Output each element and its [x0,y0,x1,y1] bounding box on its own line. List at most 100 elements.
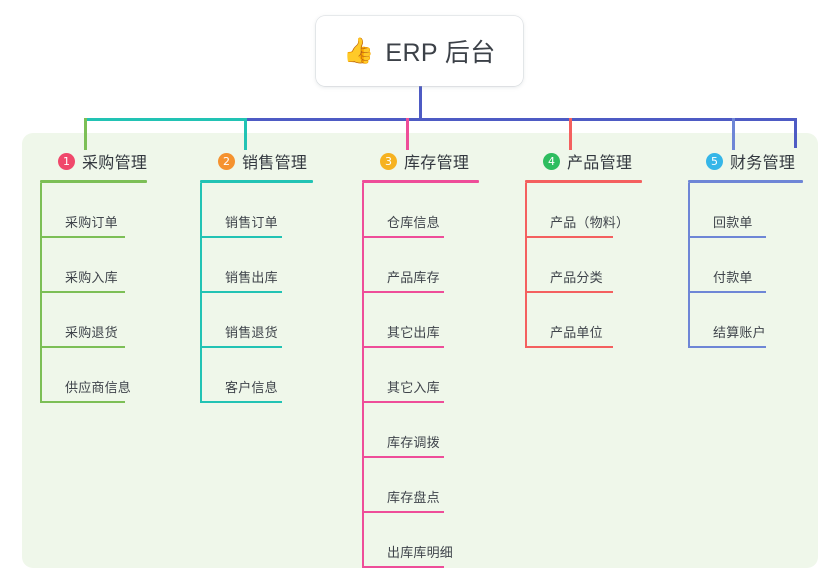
root-title: ERP 后台 [385,39,496,67]
branch-item[interactable]: 销售订单 [200,183,313,238]
branch-item[interactable]: 销售退货 [200,293,313,348]
branch-item[interactable]: 产品单位 [525,293,642,348]
branch-item-underline [362,511,444,513]
branch-underline [40,180,147,183]
branch-underline [362,180,479,183]
branch-items: 回款单付款单结算账户 [688,183,803,348]
branch-item-label: 供应商信息 [65,380,132,395]
branch-item[interactable]: 产品分类 [525,238,642,293]
branch-title: 产品管理 [567,155,633,172]
branch-item-underline [362,236,444,238]
branch-item-underline [362,566,444,568]
branch-item-underline [688,346,766,348]
branch-header-4[interactable]: 4 产品管理 [525,148,642,174]
branch-underline [688,180,803,183]
branch-number-badge: 5 [706,152,723,170]
branch-item[interactable]: 供应商信息 [40,348,147,403]
branch-spine [688,183,690,348]
branch-item[interactable]: 库存调拨 [362,403,479,458]
connector-bar-2 [84,118,244,121]
branch-item-label: 销售出库 [225,270,278,285]
branch-item-underline [688,291,766,293]
branch-item-underline [200,401,282,403]
branch-item[interactable]: 采购订单 [40,183,147,238]
branch-item-label: 回款单 [713,215,753,230]
connector-bar-5 [569,118,794,121]
branch-item-label: 采购订单 [65,215,118,230]
branch-item-label: 其它出库 [387,325,440,340]
branch-stem-5 [732,118,735,150]
branch-5: 5 财务管理回款单付款单结算账户 [688,148,803,348]
branch-item[interactable]: 其它出库 [362,293,479,348]
branch-number-badge: 4 [543,152,560,170]
branch-item-underline [40,346,125,348]
branch-items: 仓库信息产品库存其它出库其它入库库存调拨库存盘点出库库明细 [362,183,479,568]
branch-item-label: 销售退货 [225,325,278,340]
branch-item[interactable]: 客户信息 [200,348,313,403]
root-node[interactable]: 👍 ERP 后台 [316,16,523,86]
branch-item-underline [688,236,766,238]
branch-underline [525,180,642,183]
branch-item-label: 付款单 [713,270,753,285]
branch-stem-2 [244,118,247,150]
branch-spine [40,183,42,403]
branch-item[interactable]: 仓库信息 [362,183,479,238]
branch-underline [200,180,313,183]
branch-item-label: 产品（物料） [550,215,630,230]
branch-item[interactable]: 其它入库 [362,348,479,403]
branch-header-5[interactable]: 5 财务管理 [688,148,803,174]
thumbs-up-icon: 👍 [343,37,375,65]
branch-item[interactable]: 出库库明细 [362,513,479,568]
branch-item-label: 产品分类 [550,270,603,285]
branch-item-underline [362,456,444,458]
connector-bar-3 [244,118,406,121]
branch-item[interactable]: 采购入库 [40,238,147,293]
branch-item-label: 库存调拨 [387,435,440,450]
branch-item-label: 产品单位 [550,325,603,340]
branch-item-label: 结算账户 [713,325,766,340]
branch-item-label: 其它入库 [387,380,440,395]
branch-item[interactable]: 产品（物料） [525,183,642,238]
branch-item-label: 出库库明细 [387,545,454,560]
branch-spine [362,183,364,568]
branch-item-underline [362,291,444,293]
branch-item[interactable]: 结算账户 [688,293,803,348]
branch-item-underline [525,346,613,348]
branch-item-underline [200,236,282,238]
branch-item[interactable]: 销售出库 [200,238,313,293]
branch-item[interactable]: 产品库存 [362,238,479,293]
branch-stem-4 [569,118,572,150]
branch-title: 财务管理 [730,155,796,172]
branch-items: 采购订单采购入库采购退货供应商信息 [40,183,147,403]
branch-item-label: 库存盘点 [387,490,440,505]
branch-item-label: 采购入库 [65,270,118,285]
branch-spine [525,183,527,348]
branch-item-label: 客户信息 [225,380,278,395]
branch-number-badge: 3 [380,152,397,170]
branch-item[interactable]: 付款单 [688,238,803,293]
branch-title: 采购管理 [82,155,148,172]
branch-spine [200,183,202,403]
branch-item-underline [40,236,125,238]
branch-item-underline [40,401,125,403]
branch-items: 销售订单销售出库销售退货客户信息 [200,183,313,403]
diagram-panel [22,133,818,568]
branch-item-label: 产品库存 [387,270,440,285]
branch-item[interactable]: 库存盘点 [362,458,479,513]
branch-item-underline [525,291,613,293]
branch-items: 产品（物料） 产品分类产品单位 [525,183,642,348]
branch-4: 4 产品管理产品（物料） 产品分类产品单位 [525,148,642,348]
branch-item-underline [200,346,282,348]
connector-bar-4 [406,118,569,121]
branch-number-badge: 2 [218,152,235,170]
branch-item[interactable]: 采购退货 [40,293,147,348]
branch-item[interactable]: 回款单 [688,183,803,238]
branch-stem-3 [406,118,409,150]
